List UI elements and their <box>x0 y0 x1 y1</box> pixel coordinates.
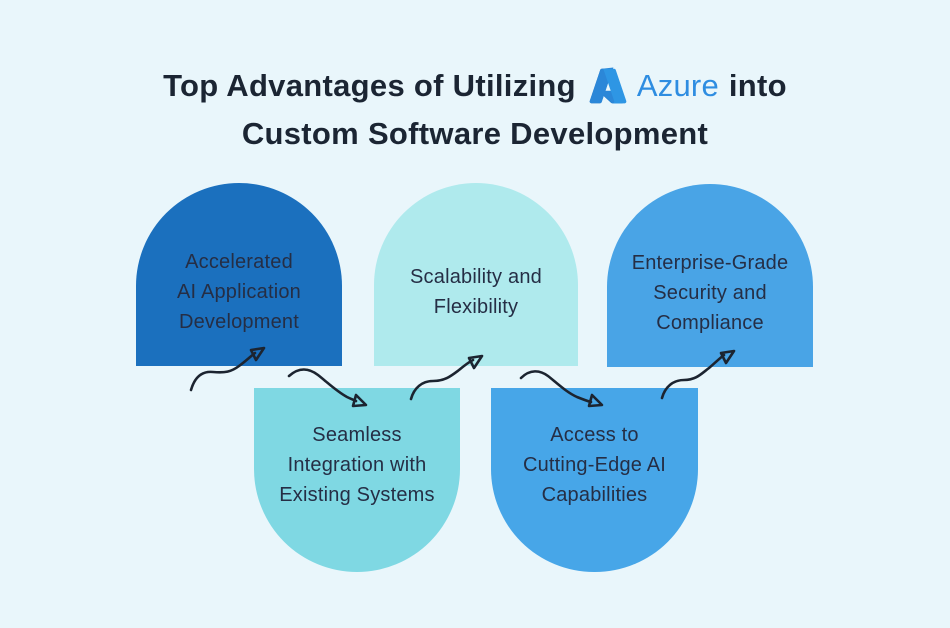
card-text-line: Compliance <box>656 311 764 334</box>
page-title: Top Advantages of Utilizing Azure into C… <box>0 62 950 158</box>
card-access-to-cutting-edge-ai-capabilities: Access to Cutting-Edge AI Capabilities <box>491 388 698 572</box>
card-text-line: Security and <box>653 281 767 304</box>
card-enterprise-grade-security-and-compliance: Enterprise-Grade Security and Compliance <box>607 184 813 367</box>
card-text-line: Existing Systems <box>279 484 435 506</box>
card-text-line: Integration with <box>287 454 427 476</box>
card-scalability-and-flexibility: Scalability and Flexibility <box>374 183 578 366</box>
card-seamless-integration-with-existing-systems: Seamless Integration with Existing Syste… <box>254 388 460 572</box>
azure-brand-text: Azure <box>636 68 719 103</box>
card-text-line: Capabilities <box>541 484 648 506</box>
card-text-line: Scalability and <box>410 265 542 288</box>
card-text-line: Accelerated <box>185 250 293 273</box>
title-line-2: Custom Software Development <box>241 116 709 151</box>
card-text-line: Seamless <box>312 424 402 446</box>
card-accelerated-ai-application-development: Accelerated AI Application Development <box>136 183 342 366</box>
azure-logo-icon <box>588 66 628 106</box>
card-text-line: Development <box>178 310 300 333</box>
card-text-line: AI Application <box>177 280 301 303</box>
title-text-before: Top Advantages of Utilizing <box>163 68 576 103</box>
title-line-1: Top Advantages of Utilizing Azure into <box>0 62 950 110</box>
card-text-line: Flexibility <box>433 295 519 318</box>
card-text-line: Access to <box>550 424 639 446</box>
title-text-after: into <box>728 68 787 103</box>
card-text-line: Cutting-Edge AI <box>522 454 667 476</box>
card-text-line: Enterprise-Grade <box>631 251 789 274</box>
